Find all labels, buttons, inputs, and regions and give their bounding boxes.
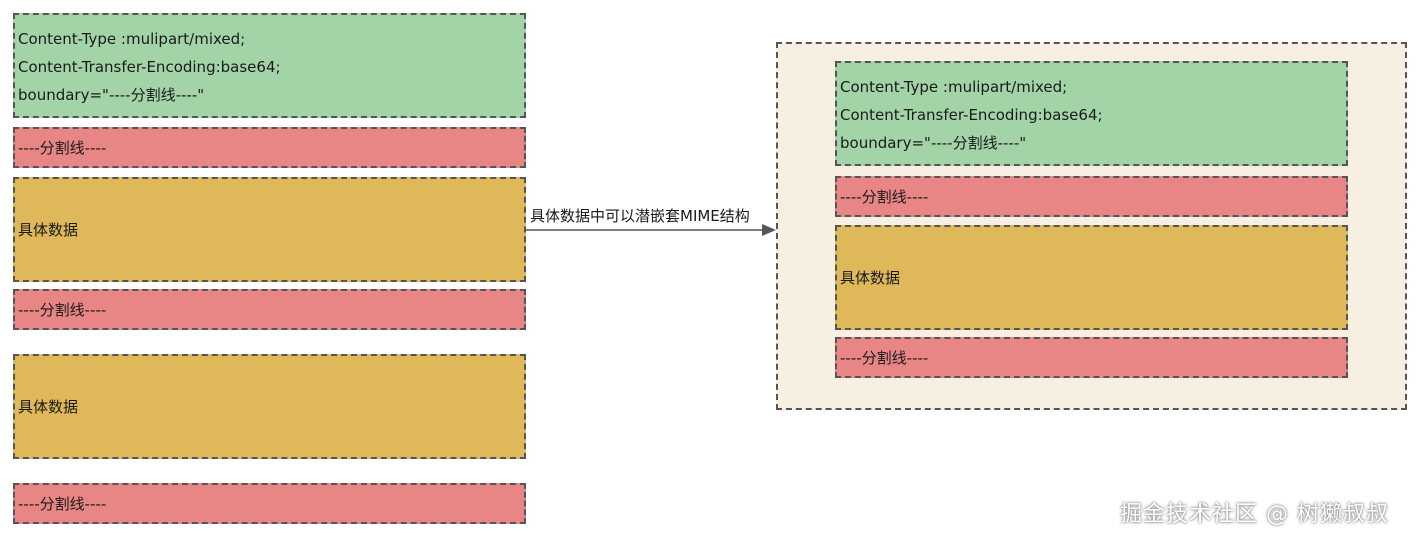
left-separator-3: ----分割线----	[13, 483, 526, 524]
right-boundary-line: boundary="----分割线----"	[840, 134, 1027, 152]
left-boundary-line: boundary="----分割线----"	[18, 86, 205, 104]
left-data-block-2: 具体数据	[13, 354, 526, 459]
watermark: 掘金技术社区 @ 树獭叔叔	[1120, 502, 1389, 527]
left-separator-2: ----分割线----	[13, 289, 526, 330]
left-data-block-1: 具体数据	[13, 177, 526, 282]
right-separator-1: ----分割线----	[835, 176, 1348, 217]
right-separator-1-label: ----分割线----	[840, 188, 929, 206]
right-data-block-1: 具体数据	[835, 225, 1348, 330]
left-separator-1: ----分割线----	[13, 127, 526, 168]
right-separator-2-label: ----分割线----	[840, 349, 929, 367]
left-header-block: Content-Type :mulipart/mixed; Content-Tr…	[13, 13, 526, 118]
left-separator-2-label: ----分割线----	[18, 301, 107, 319]
right-header-block: Content-Type :mulipart/mixed; Content-Tr…	[835, 61, 1348, 166]
left-separator-3-label: ----分割线----	[18, 495, 107, 513]
right-separator-2: ----分割线----	[835, 337, 1348, 378]
arrow-label: 具体数据中可以潜嵌套MIME结构	[530, 207, 750, 225]
right-data-1-label: 具体数据	[840, 269, 901, 287]
left-transfer-encoding-line: Content-Transfer-Encoding:base64;	[18, 58, 281, 76]
left-data-1-label: 具体数据	[18, 221, 79, 239]
right-content-type-line: Content-Type :mulipart/mixed;	[840, 78, 1068, 96]
right-transfer-encoding-line: Content-Transfer-Encoding:base64;	[840, 106, 1103, 124]
left-data-2-label: 具体数据	[18, 398, 79, 416]
left-separator-1-label: ----分割线----	[18, 139, 107, 157]
left-content-type-line: Content-Type :mulipart/mixed;	[18, 30, 246, 48]
